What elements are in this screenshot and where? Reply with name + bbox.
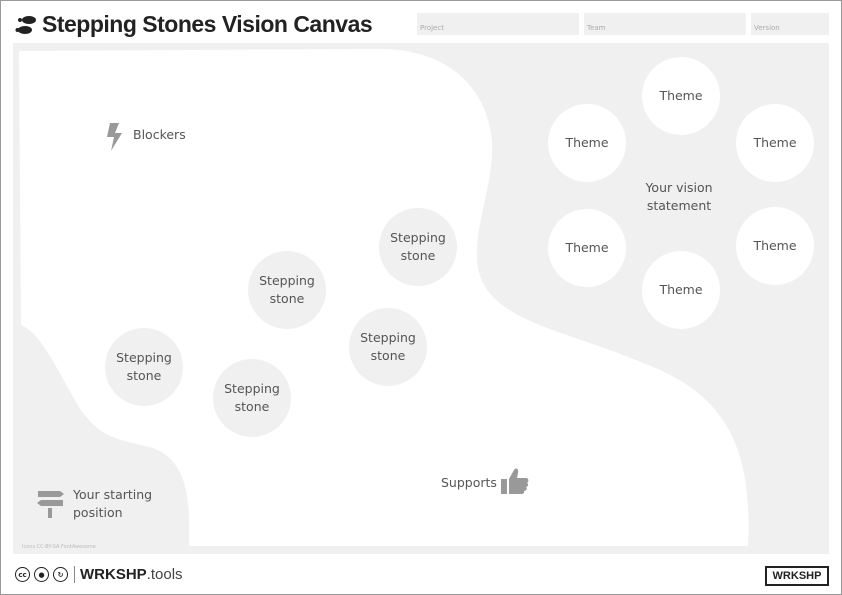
footprints-icon (15, 15, 36, 34)
page-title: Stepping Stones Vision Canvas (15, 11, 373, 38)
theme-circle[interactable]: Theme (548, 104, 626, 182)
supports-label: Supports (441, 475, 497, 490)
wrkshp-logo: WRKSHP (765, 566, 829, 586)
version-field[interactable]: Version (751, 13, 829, 35)
bolt-icon (107, 123, 122, 151)
theme-circle[interactable]: Theme (642, 251, 720, 329)
footer-brand: cc ● ↻ WRKSHP.tools (15, 566, 183, 583)
signpost-icon (37, 491, 64, 518)
theme-circle[interactable]: Theme (642, 57, 720, 135)
by-icon: ● (34, 567, 49, 582)
brand-name[interactable]: WRKSHP.tools (74, 566, 183, 583)
icon-credit: Icons CC-BY-SA FontAwesome (22, 544, 96, 550)
blockers-label: Blockers (133, 127, 186, 142)
team-field[interactable]: Team (584, 13, 746, 35)
theme-circle[interactable]: Theme (736, 207, 814, 285)
project-field[interactable]: Project (417, 13, 579, 35)
canvas-background (19, 48, 749, 547)
theme-circle[interactable]: Theme (736, 104, 814, 182)
thumbs-up-icon (501, 468, 529, 494)
theme-circle[interactable]: Theme (548, 209, 626, 287)
sa-icon: ↻ (53, 567, 68, 582)
cc-icon: cc (15, 567, 30, 582)
